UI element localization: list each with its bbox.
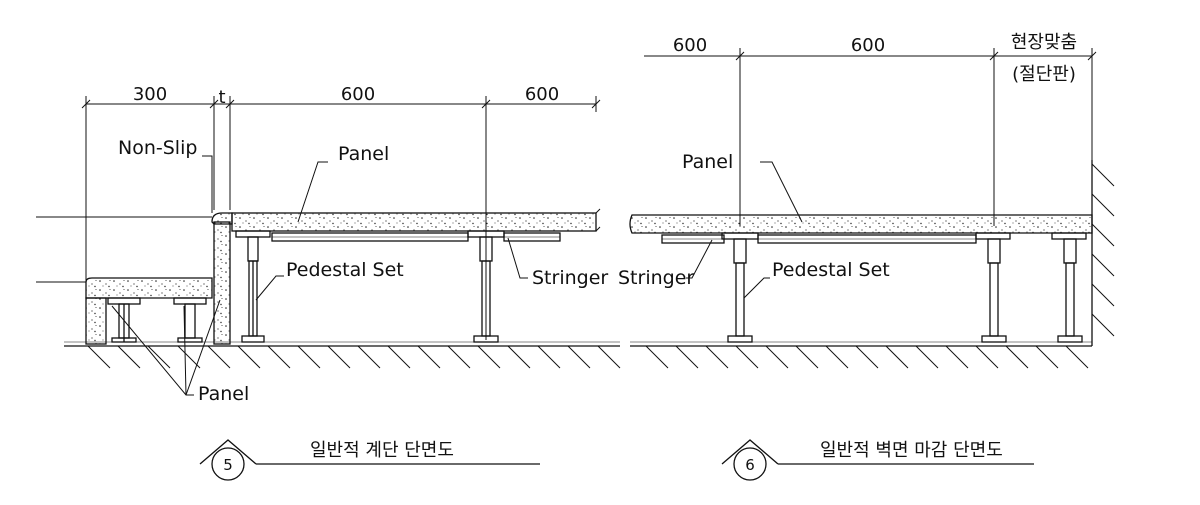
lower-step-riser [85, 297, 107, 345]
label-panel-left: Panel [338, 143, 389, 165]
dim-600-left-a: 600 [341, 84, 375, 105]
leaders-right [686, 161, 803, 299]
wall-floor-panel [629, 214, 1093, 234]
dim-300: 300 [133, 84, 167, 105]
text-right: 600 600 현장맞춤 (절단판) Panel Stringer Pedest… [618, 32, 1077, 474]
lower-pedestal-1 [107, 297, 141, 343]
wall-pedestal-2 [975, 232, 1011, 343]
ground-hatch-left [87, 345, 621, 369]
section-title-6: 일반적 벽면 마감 단면도 [820, 440, 1003, 461]
section-title-5: 일반적 계단 단면도 [310, 440, 454, 461]
lower-pedestal-2 [173, 297, 207, 343]
ground-hatch-right [645, 345, 1089, 369]
section-5-stair [36, 96, 621, 481]
dim-t: t [218, 87, 225, 108]
ground-right [630, 341, 1092, 369]
upper-floor-panel [231, 212, 597, 232]
wall-pedestal-3 [1051, 232, 1087, 343]
section-number-6: 6 [745, 456, 755, 474]
dim-600-right-a: 600 [673, 35, 707, 56]
leaders-left [111, 155, 528, 396]
section-number-5: 5 [223, 456, 233, 474]
label-pedestal-set-left: Pedestal Set [286, 259, 404, 281]
dim-600-right-b: 600 [851, 35, 885, 56]
dimensions-left [36, 96, 601, 340]
upper-step-riser [213, 221, 231, 345]
label-stringer-right: Stringer [618, 267, 694, 289]
label-panel-right: Panel [682, 151, 733, 173]
label-non-slip: Non-Slip [118, 137, 197, 159]
section-marker-6 [721, 439, 1034, 481]
text-left: 300 t 600 600 Non-Slip Panel Pedestal Se… [118, 84, 608, 474]
dim-site-fit: 현장맞춤 [1011, 32, 1077, 53]
section-6-wall [629, 48, 1115, 481]
ground-left [64, 341, 621, 369]
label-panel-lower: Panel [198, 383, 249, 405]
dim-cut-panel: (절단판) [1012, 64, 1076, 85]
section-marker-5 [199, 439, 540, 481]
wall [1091, 160, 1115, 346]
upper-pedestal-1 [235, 230, 271, 343]
label-pedestal-set-right: Pedestal Set [772, 259, 890, 281]
label-stringer-left: Stringer [532, 267, 608, 289]
lower-step-panel [85, 277, 213, 299]
non-slip-nosing [211, 212, 233, 225]
dimensions-right [644, 48, 1097, 226]
dim-600-left-b: 600 [525, 84, 559, 105]
wall-pedestal-1 [721, 232, 759, 343]
